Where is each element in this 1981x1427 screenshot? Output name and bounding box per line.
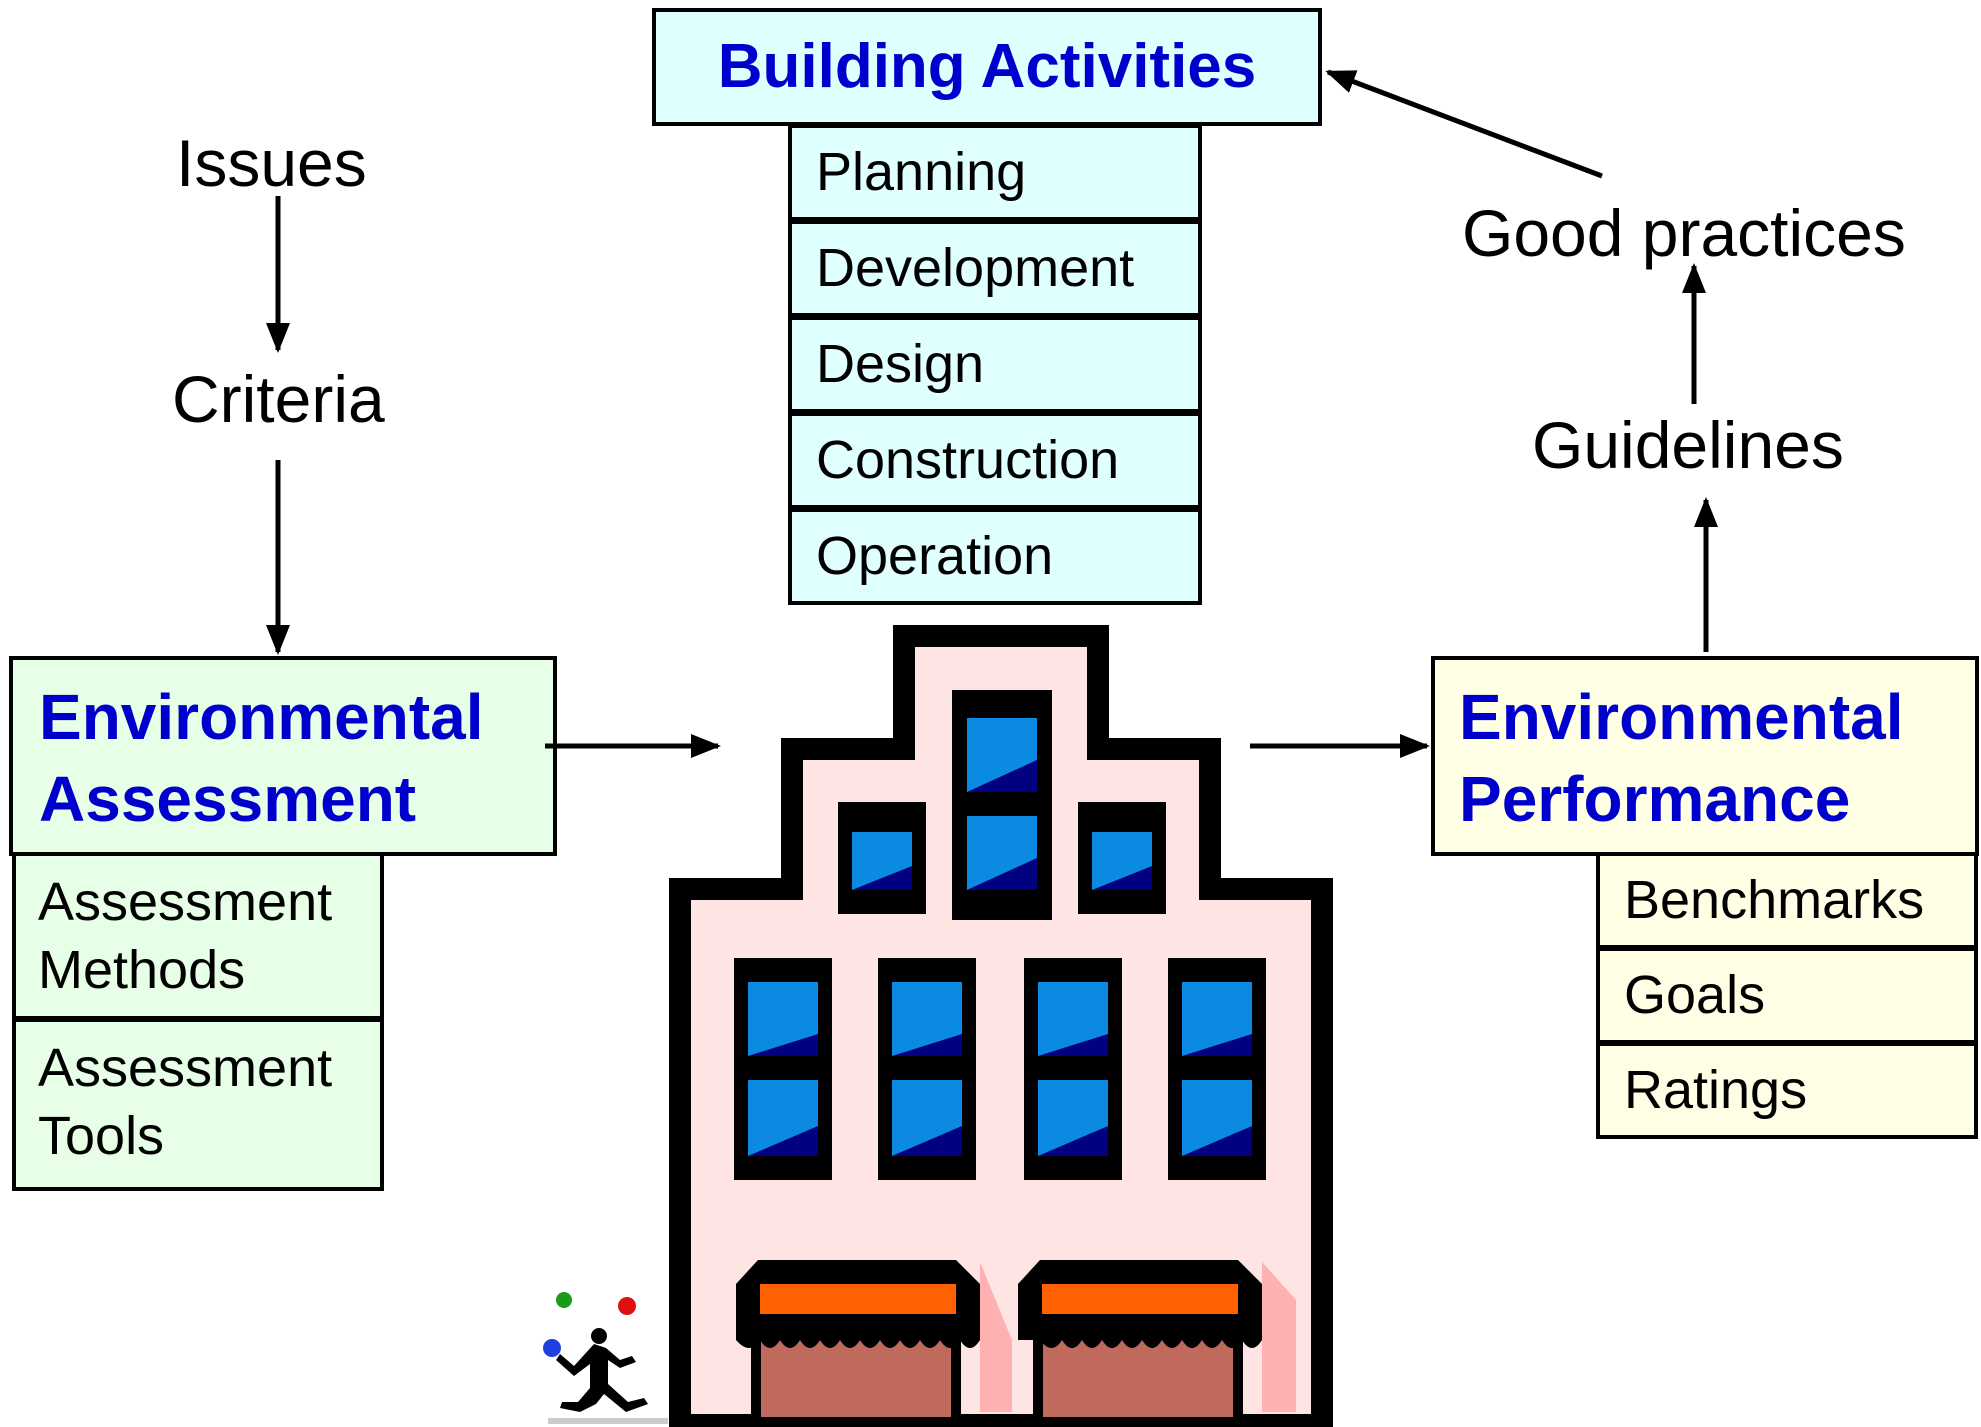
building-icon [669,625,1333,1427]
guidelines-label: Guidelines [1532,408,1844,482]
window [838,802,926,914]
juggler-icon [543,1292,668,1424]
performance-benchmarks: Benchmarks [1596,852,1978,949]
activity-planning: Planning [788,124,1202,221]
window [1168,958,1266,1180]
arrow-good-practices-to-building-activities [1325,69,1603,179]
building-activities-title: Building Activities [652,8,1322,126]
assessment-tools: Assessment Tools [12,1018,384,1191]
window [1024,958,1122,1180]
activity-operation: Operation [788,508,1202,605]
storefront [736,1260,1012,1427]
environmental-assessment-title: Environmental Assessment [9,656,557,856]
environmental-performance-title: Environmental Performance [1431,656,1979,856]
performance-ratings: Ratings [1596,1042,1978,1139]
good-practices-label: Good practices [1462,196,1906,270]
window [952,690,1052,920]
storefront [1018,1260,1296,1427]
window [878,958,976,1180]
window [1078,802,1166,914]
activity-design: Design [788,316,1202,413]
activity-development: Development [788,220,1202,317]
activity-construction: Construction [788,412,1202,509]
issues-label: Issues [176,126,367,200]
criteria-label: Criteria [172,362,385,436]
window [734,958,832,1180]
